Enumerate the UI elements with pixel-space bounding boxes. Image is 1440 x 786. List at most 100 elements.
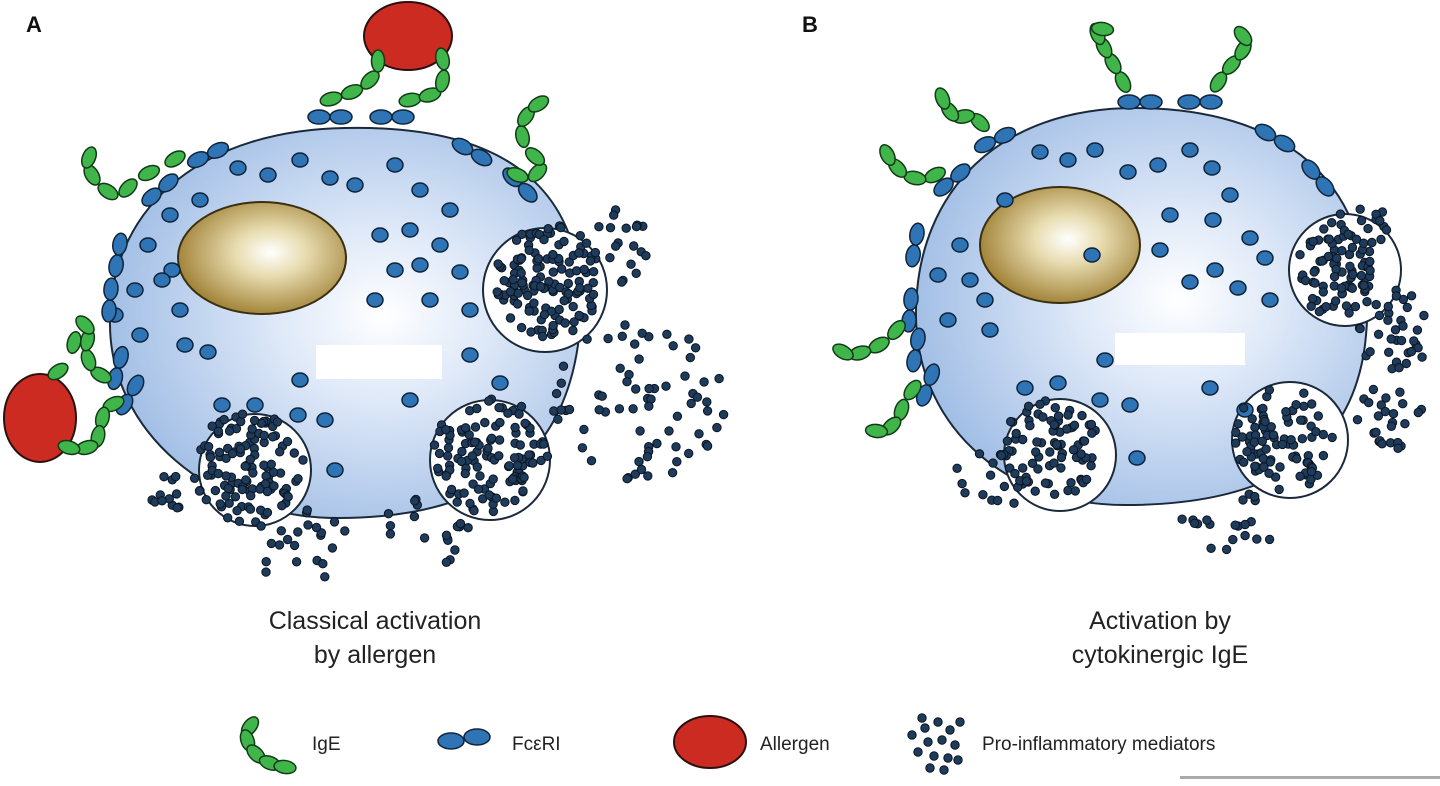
- mediator-dot: [1031, 447, 1041, 457]
- ige-antibody: [1089, 21, 1132, 94]
- mediator-dot: [988, 458, 998, 468]
- mediator-dot: [1274, 484, 1284, 495]
- mediator-dot: [590, 247, 600, 258]
- mediator-dot: [1365, 256, 1375, 267]
- mediator-dot: [1311, 427, 1321, 437]
- granule-group-a: [106, 152, 509, 478]
- allergen-top: [363, 1, 453, 71]
- nucleus-b: [979, 186, 1141, 304]
- mediator-dot: [519, 472, 529, 483]
- mediator-dot: [684, 334, 694, 344]
- mediator-dot: [536, 281, 546, 292]
- mediator-dot: [214, 447, 225, 457]
- mediator-dot: [1240, 519, 1250, 530]
- granule: [1031, 144, 1049, 160]
- mediator-dot: [1049, 489, 1060, 499]
- mediator-dot: [516, 268, 526, 278]
- ige-antibody: [319, 49, 386, 107]
- mediator-dot: [634, 354, 644, 364]
- mediator-dot: [1386, 334, 1396, 344]
- mediator-dot: [289, 448, 299, 458]
- mediator-dot: [667, 468, 678, 478]
- mediator-dot: [1264, 385, 1275, 395]
- mediator-dot: [223, 483, 234, 494]
- granule: [153, 272, 171, 288]
- mediator-dot: [429, 440, 440, 450]
- mediator-dot: [672, 457, 682, 467]
- mediator-dot: [699, 377, 709, 387]
- granule: [321, 170, 339, 186]
- mediator-dot: [1419, 310, 1429, 321]
- mediator-dot: [259, 430, 269, 441]
- granule: [1229, 280, 1247, 296]
- mediator-dot: [1327, 432, 1337, 443]
- mediator-dot: [1249, 437, 1260, 447]
- mediator-dot: [617, 331, 627, 341]
- mediator-dot: [1300, 275, 1311, 286]
- mediator-dot: [1033, 464, 1043, 474]
- mediator-dot: [1394, 363, 1404, 373]
- mediator-dot: [631, 384, 641, 394]
- mediator-dot: [475, 471, 485, 481]
- mediator-dot: [1375, 216, 1385, 226]
- mediator-dot: [433, 463, 443, 473]
- mediator-dot: [661, 381, 671, 391]
- mediator-dot: [275, 447, 285, 457]
- mediator-dot: [266, 538, 277, 549]
- mediator-dot: [1231, 427, 1241, 438]
- mediator-dot: [553, 414, 563, 424]
- mediator-dot: [1202, 515, 1212, 525]
- mediator-dot: [1025, 421, 1035, 431]
- mediator-dot: [494, 435, 505, 445]
- mediator-dot: [686, 398, 696, 409]
- granule: [163, 262, 181, 278]
- allergen-left: [3, 373, 77, 463]
- mediator-dot: [996, 450, 1007, 461]
- legend-mediator-dot: [920, 723, 930, 733]
- granule: [1221, 187, 1239, 203]
- mediator-dot: [611, 241, 621, 251]
- mediator-dot: [1324, 234, 1334, 244]
- mediator-dot: [520, 418, 530, 428]
- mediator-dot: [505, 287, 516, 297]
- mediator-dot: [622, 377, 632, 387]
- mediator-dot: [1406, 291, 1417, 301]
- mediator-dot: [630, 469, 640, 479]
- mediator-dot: [560, 318, 570, 328]
- mediator-dot: [283, 492, 293, 502]
- fceri-receptor: [307, 109, 353, 125]
- mediator-dot: [221, 471, 231, 481]
- mediator-dot: [1352, 415, 1363, 425]
- mediator-dot: [234, 516, 245, 526]
- granule: [976, 292, 994, 308]
- mediator-dot: [517, 229, 527, 240]
- mediator-dot: [1045, 447, 1055, 457]
- mediator-dot: [293, 527, 303, 537]
- mediator-dot: [1260, 416, 1270, 427]
- mediator-dot: [1318, 450, 1329, 461]
- mediator-dot: [1319, 224, 1329, 234]
- legend-mediator-dot: [943, 753, 953, 763]
- mediator-dot: [617, 277, 627, 287]
- mediator-dot: [1018, 434, 1028, 445]
- mediator-dot: [1359, 280, 1369, 291]
- ige-antibody: [864, 379, 922, 439]
- mediator-dot: [441, 471, 451, 481]
- mediator-dot: [213, 468, 224, 479]
- mediator-dot: [224, 426, 235, 436]
- mediator-dot: [1413, 407, 1424, 418]
- legend-label-fceri: FcεRI: [512, 734, 561, 755]
- mediator-dot: [1365, 265, 1375, 276]
- mediator-dot: [249, 415, 260, 426]
- mediator-dot: [1363, 223, 1373, 234]
- mediator-dot: [702, 397, 712, 407]
- mediator-dot: [327, 543, 338, 553]
- mediator-dot: [1381, 393, 1391, 403]
- granule: [131, 327, 149, 343]
- mediator-dot: [516, 322, 527, 333]
- mediator-dot: [652, 438, 662, 449]
- mediator-dot: [644, 401, 654, 411]
- granule: [1201, 380, 1219, 396]
- mediator-dot: [189, 473, 200, 483]
- mediator-dot: [1230, 520, 1240, 530]
